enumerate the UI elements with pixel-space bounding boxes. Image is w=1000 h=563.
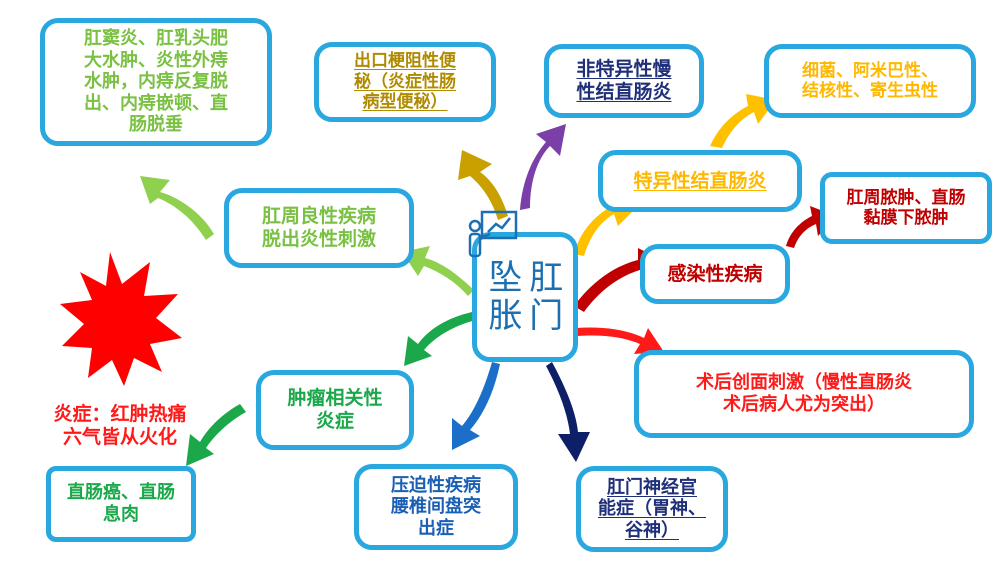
node-tumor-inflammation: 肿瘤相关性 炎症 xyxy=(256,370,414,450)
node-rectal-cancer: 直肠癌、直肠 息肉 xyxy=(46,466,196,542)
arrow-to-nonspecific xyxy=(520,124,566,210)
arrow-to-outlet-obstruction xyxy=(458,150,508,220)
node-specific-colitis: 特异性结直肠炎 xyxy=(598,150,802,212)
node-outlet-obstruction: 出口梗阻性便 秘（炎症性肠 病型便秘） xyxy=(314,42,496,122)
center-node: 肛门坠胀 xyxy=(472,232,578,362)
node-compression: 压迫性疾病 腰椎间盘突 出症 xyxy=(354,464,518,550)
node-perianal-abscess: 肛周脓肿、直肠 黏膜下脓肿 xyxy=(820,172,992,244)
node-postop-wound: 术后创面刺激（慢性直肠炎 术后病人尤为突出） xyxy=(634,350,974,438)
arrow-to-tumor xyxy=(404,312,476,366)
node-nonspecific-colitis: 非特异性慢 性结直肠炎 xyxy=(544,44,704,118)
node-infectious: 感染性疾病 xyxy=(640,244,790,304)
node-perianal-benign: 肛周良性疾病 脱出炎性刺激 xyxy=(224,188,414,268)
arrow-to-pathogens xyxy=(710,94,776,148)
center-label: 肛门坠胀 xyxy=(482,259,563,335)
arrow-to-anal-neurosis xyxy=(546,362,590,462)
node-pathogens: 细菌、阿米巴性、 结核性、寄生虫性 xyxy=(764,44,976,118)
arrow-to-compression xyxy=(452,362,500,450)
arrow-to-anal-fistula xyxy=(140,176,214,240)
arrow-to-perianal-benign xyxy=(402,246,474,296)
node-anal-fistula-etc: 肛窦炎、肛乳头肥 大水肿、炎性外痔 水肿，内痔反复脱 出、内痔嵌顿、直 肠脱垂 xyxy=(40,18,272,146)
presenter-chart-icon xyxy=(468,210,518,258)
inflammation-note: 炎症：红肿热痛 六气皆从火化 xyxy=(53,402,187,448)
node-anal-neurosis: 肛门神经官 能症（胃神、 谷神） xyxy=(576,466,728,552)
red-starburst-icon xyxy=(60,252,182,386)
arrow-to-postop xyxy=(576,327,664,354)
arrow-to-rectal-cancer xyxy=(186,404,246,466)
